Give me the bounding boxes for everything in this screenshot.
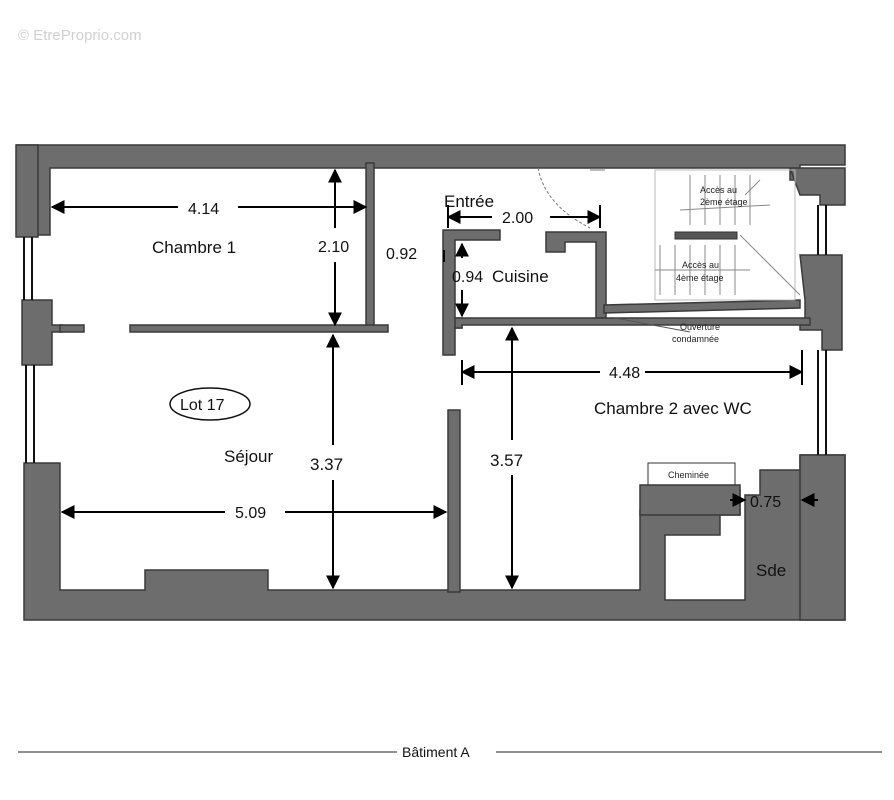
acces-4-line1: Accès au: [682, 260, 719, 270]
dim-label-200: 2.00: [502, 210, 533, 227]
outer-walls: [15, 144, 846, 621]
entry-door-arc: [537, 167, 591, 229]
room-label-sde: Sde: [756, 561, 786, 580]
room-label-cuisine: Cuisine: [492, 267, 549, 286]
lot-oval: [169, 387, 251, 421]
acces-2-line1: Accès au: [700, 185, 737, 195]
dim-label-337: 3.37: [310, 455, 343, 474]
stairs: [654, 169, 801, 301]
dim-label-414: 4.14: [188, 201, 219, 218]
ouverture-line1: Ouverture: [680, 322, 720, 332]
windows: [23, 205, 827, 463]
room-label-chambre2: Chambre 2 avec WC: [594, 399, 752, 418]
fireplace-outline: [647, 462, 736, 485]
acces-2-line2: 2ème étage: [700, 197, 748, 207]
dim-label-075: 0.75: [750, 494, 781, 511]
room-label-chambre1: Chambre 1: [152, 238, 236, 257]
dim-label-210: 2.10: [318, 239, 349, 256]
room-label-sejour: Séjour: [224, 447, 273, 466]
dim-label-448: 4.48: [609, 365, 640, 382]
room-label-entree: Entrée: [444, 192, 494, 211]
lot-label: Lot 17: [180, 397, 225, 414]
dim-label-094: 0.94: [452, 269, 483, 286]
room-label-cheminee: Cheminée: [668, 470, 709, 480]
dim-label-092: 0.92: [386, 246, 417, 263]
watermark: © EtreProprio.com: [18, 27, 142, 44]
dim-label-509: 5.09: [235, 505, 266, 522]
ouverture-line2: condamnée: [672, 334, 719, 344]
dim-label-357: 3.57: [490, 451, 523, 470]
dimension-lines: [50, 168, 818, 590]
building-label: Bâtiment A: [402, 744, 470, 760]
interior-walls: [59, 162, 811, 593]
acces-4-line2: 4ème étage: [676, 273, 724, 283]
